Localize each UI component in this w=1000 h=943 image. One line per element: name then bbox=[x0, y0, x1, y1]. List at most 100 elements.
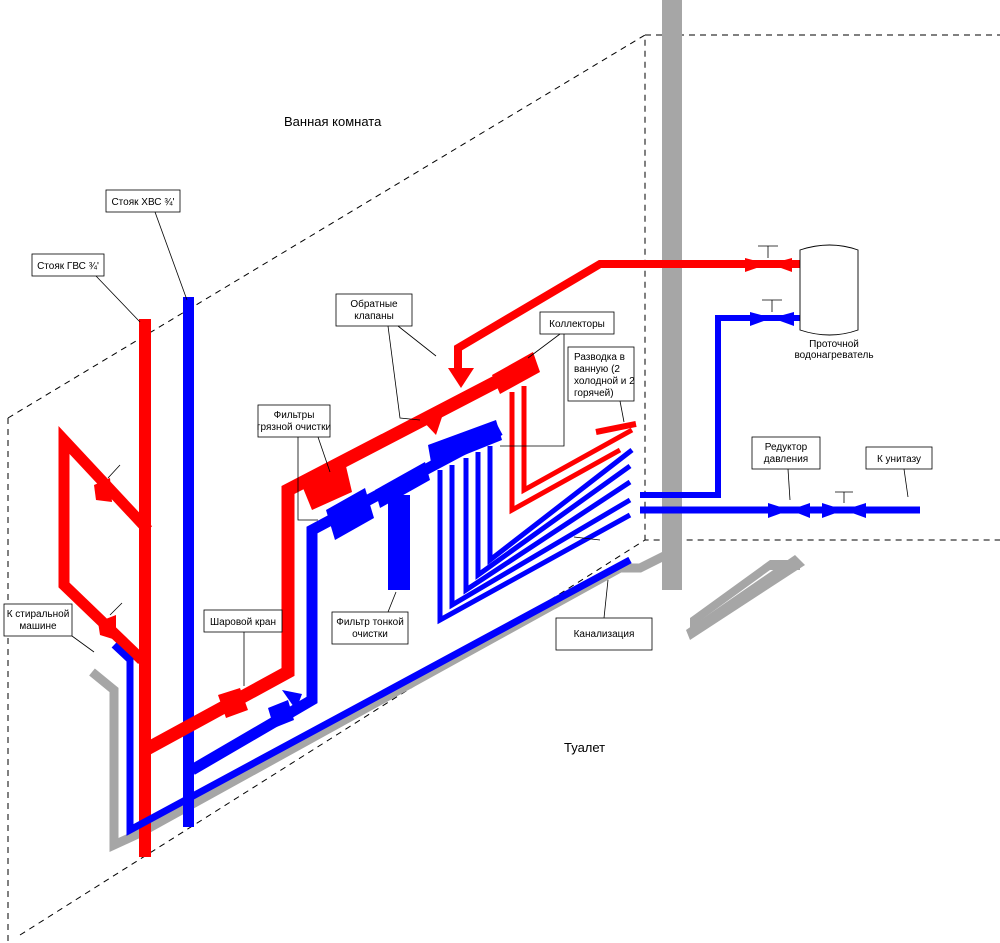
hot-branch-2 bbox=[521, 386, 634, 495]
heater-label-line1: Проточной bbox=[809, 339, 859, 350]
cold-branch-4 bbox=[475, 452, 632, 580]
washer-label-1: К стиральной bbox=[7, 609, 70, 620]
reducer-left bbox=[768, 503, 790, 518]
toilet-valve-right bbox=[844, 503, 866, 518]
washer-box bbox=[3, 603, 73, 637]
bath-supply-box bbox=[567, 346, 635, 402]
bath-supply-leader bbox=[619, 400, 625, 423]
coarse-filters-box bbox=[257, 404, 331, 438]
washer-valve-upper bbox=[94, 478, 112, 502]
cold-branch-5 bbox=[487, 446, 634, 566]
reducer-leader bbox=[787, 468, 791, 501]
heater-cold-valve-left bbox=[750, 312, 772, 326]
collectors-leader-2 bbox=[500, 334, 565, 447]
hot-main bbox=[141, 245, 800, 756]
sewer-pipes bbox=[89, 543, 805, 853]
cold-branch-1 bbox=[437, 470, 632, 625]
cold-riser bbox=[183, 297, 194, 827]
hot-check-valve-1 bbox=[420, 405, 446, 435]
cold-ball-valve bbox=[268, 700, 294, 728]
reducer-box bbox=[751, 436, 821, 470]
walls bbox=[7, 34, 1000, 943]
sewer-leader-2 bbox=[573, 536, 601, 541]
hot-ball-valve bbox=[218, 688, 248, 718]
washer-loop bbox=[58, 426, 153, 664]
washer-label-2: машине bbox=[19, 621, 57, 632]
fine-filter-box bbox=[331, 611, 409, 645]
riser-cold-label: Стояк ХВС ¾' bbox=[111, 197, 174, 208]
heater-hot-valve-left bbox=[745, 258, 768, 272]
bathroom-label: Ванная комната bbox=[284, 114, 382, 129]
heater-hot-valve-right bbox=[770, 258, 792, 272]
cold-main bbox=[111, 299, 920, 836]
hot-bath-outlet bbox=[595, 421, 637, 435]
collectors-label: Коллекторы bbox=[549, 319, 605, 330]
hot-check-valve-2 bbox=[448, 368, 474, 388]
hot-collector bbox=[492, 352, 540, 394]
hot-to-heater-pipe bbox=[454, 260, 800, 375]
riser-cold-box bbox=[105, 189, 181, 213]
to-toilet-box bbox=[865, 446, 933, 470]
building-riser bbox=[662, 0, 682, 590]
sewer-outlet bbox=[686, 555, 805, 640]
check-valves-label-2: клапаны bbox=[354, 311, 394, 322]
check-valves-leader-1 bbox=[397, 325, 437, 357]
heater-cold-valve-right bbox=[772, 312, 794, 326]
riser-hot-leader bbox=[95, 275, 141, 323]
sewer-box bbox=[555, 617, 653, 651]
heater-tank bbox=[799, 244, 859, 336]
bath-supply-label-3: холодной и 2 bbox=[574, 376, 635, 387]
bath-supply-label-1: Разводка в bbox=[574, 352, 625, 363]
hot-main-pipe bbox=[141, 366, 518, 756]
water-heater: Проточной водонагреватель bbox=[794, 244, 874, 361]
bath-supply-label-2: ванную (2 bbox=[574, 364, 620, 375]
coarse-filters-leader-2 bbox=[297, 437, 318, 521]
callouts: Стояк ХВС ¾' Стояк ГВС ¾' Обратные клапа… bbox=[3, 189, 933, 686]
reducer-right bbox=[790, 503, 810, 518]
fine-filter-leader bbox=[387, 591, 397, 613]
bath-supply-label-4: горячей) bbox=[574, 388, 614, 399]
coarse-filters-leader-1 bbox=[317, 436, 331, 473]
ball-valve-label: Шаровой кран bbox=[210, 617, 276, 628]
reducer-label-2: давления bbox=[764, 454, 808, 465]
washer-leader bbox=[71, 635, 95, 653]
heater-label-line2: водонагреватель bbox=[794, 350, 873, 361]
washer-valve-lower bbox=[98, 615, 116, 640]
check-valves-label-1: Обратные bbox=[350, 298, 398, 310]
hot-branch-1 bbox=[509, 392, 622, 515]
collectors-leader-1 bbox=[527, 333, 561, 359]
to-toilet-label: К унитазу bbox=[877, 454, 921, 465]
fine-filter-label-2: очистки bbox=[352, 629, 388, 640]
to-toilet-leader bbox=[903, 468, 909, 498]
washer-valve-handle-lower bbox=[109, 602, 123, 616]
fine-filter bbox=[388, 495, 410, 590]
wall-bottom-diagonal bbox=[19, 539, 1000, 936]
cold-branch-2 bbox=[449, 465, 632, 610]
toilet-valve-left bbox=[822, 503, 844, 518]
collectors-box bbox=[539, 311, 615, 335]
riser-hot-box bbox=[31, 253, 105, 277]
cold-washer-pipe bbox=[111, 556, 632, 836]
riser-hot-label: Стояк ГВС ¾' bbox=[37, 261, 99, 272]
sewer-label: Канализация bbox=[574, 629, 635, 640]
cold-check-arrow bbox=[282, 690, 302, 710]
fine-filter-head bbox=[375, 462, 430, 508]
washer-valve-handle-upper bbox=[107, 464, 121, 479]
check-valves-leader-2 bbox=[387, 325, 421, 421]
coarse-filters-label-1: Фильтры bbox=[274, 410, 315, 421]
check-valves-box bbox=[335, 293, 413, 327]
fine-filter-label-1: Фильтр тонкой bbox=[336, 617, 404, 628]
reducer-label-1: Редуктор bbox=[765, 442, 808, 453]
bathroom-wall-outline bbox=[7, 34, 646, 540]
ball-valve-box bbox=[203, 609, 283, 633]
sewer-leader-1 bbox=[603, 579, 609, 619]
riser-cold-leader bbox=[154, 211, 188, 301]
cold-collector bbox=[428, 420, 502, 468]
toilet-label: Туалет bbox=[564, 740, 605, 755]
hot-coarse-filter bbox=[303, 462, 352, 510]
coarse-filters-label-2: грязной очистки bbox=[257, 422, 331, 433]
hot-riser bbox=[139, 319, 151, 857]
cold-coarse-filter bbox=[326, 488, 374, 540]
